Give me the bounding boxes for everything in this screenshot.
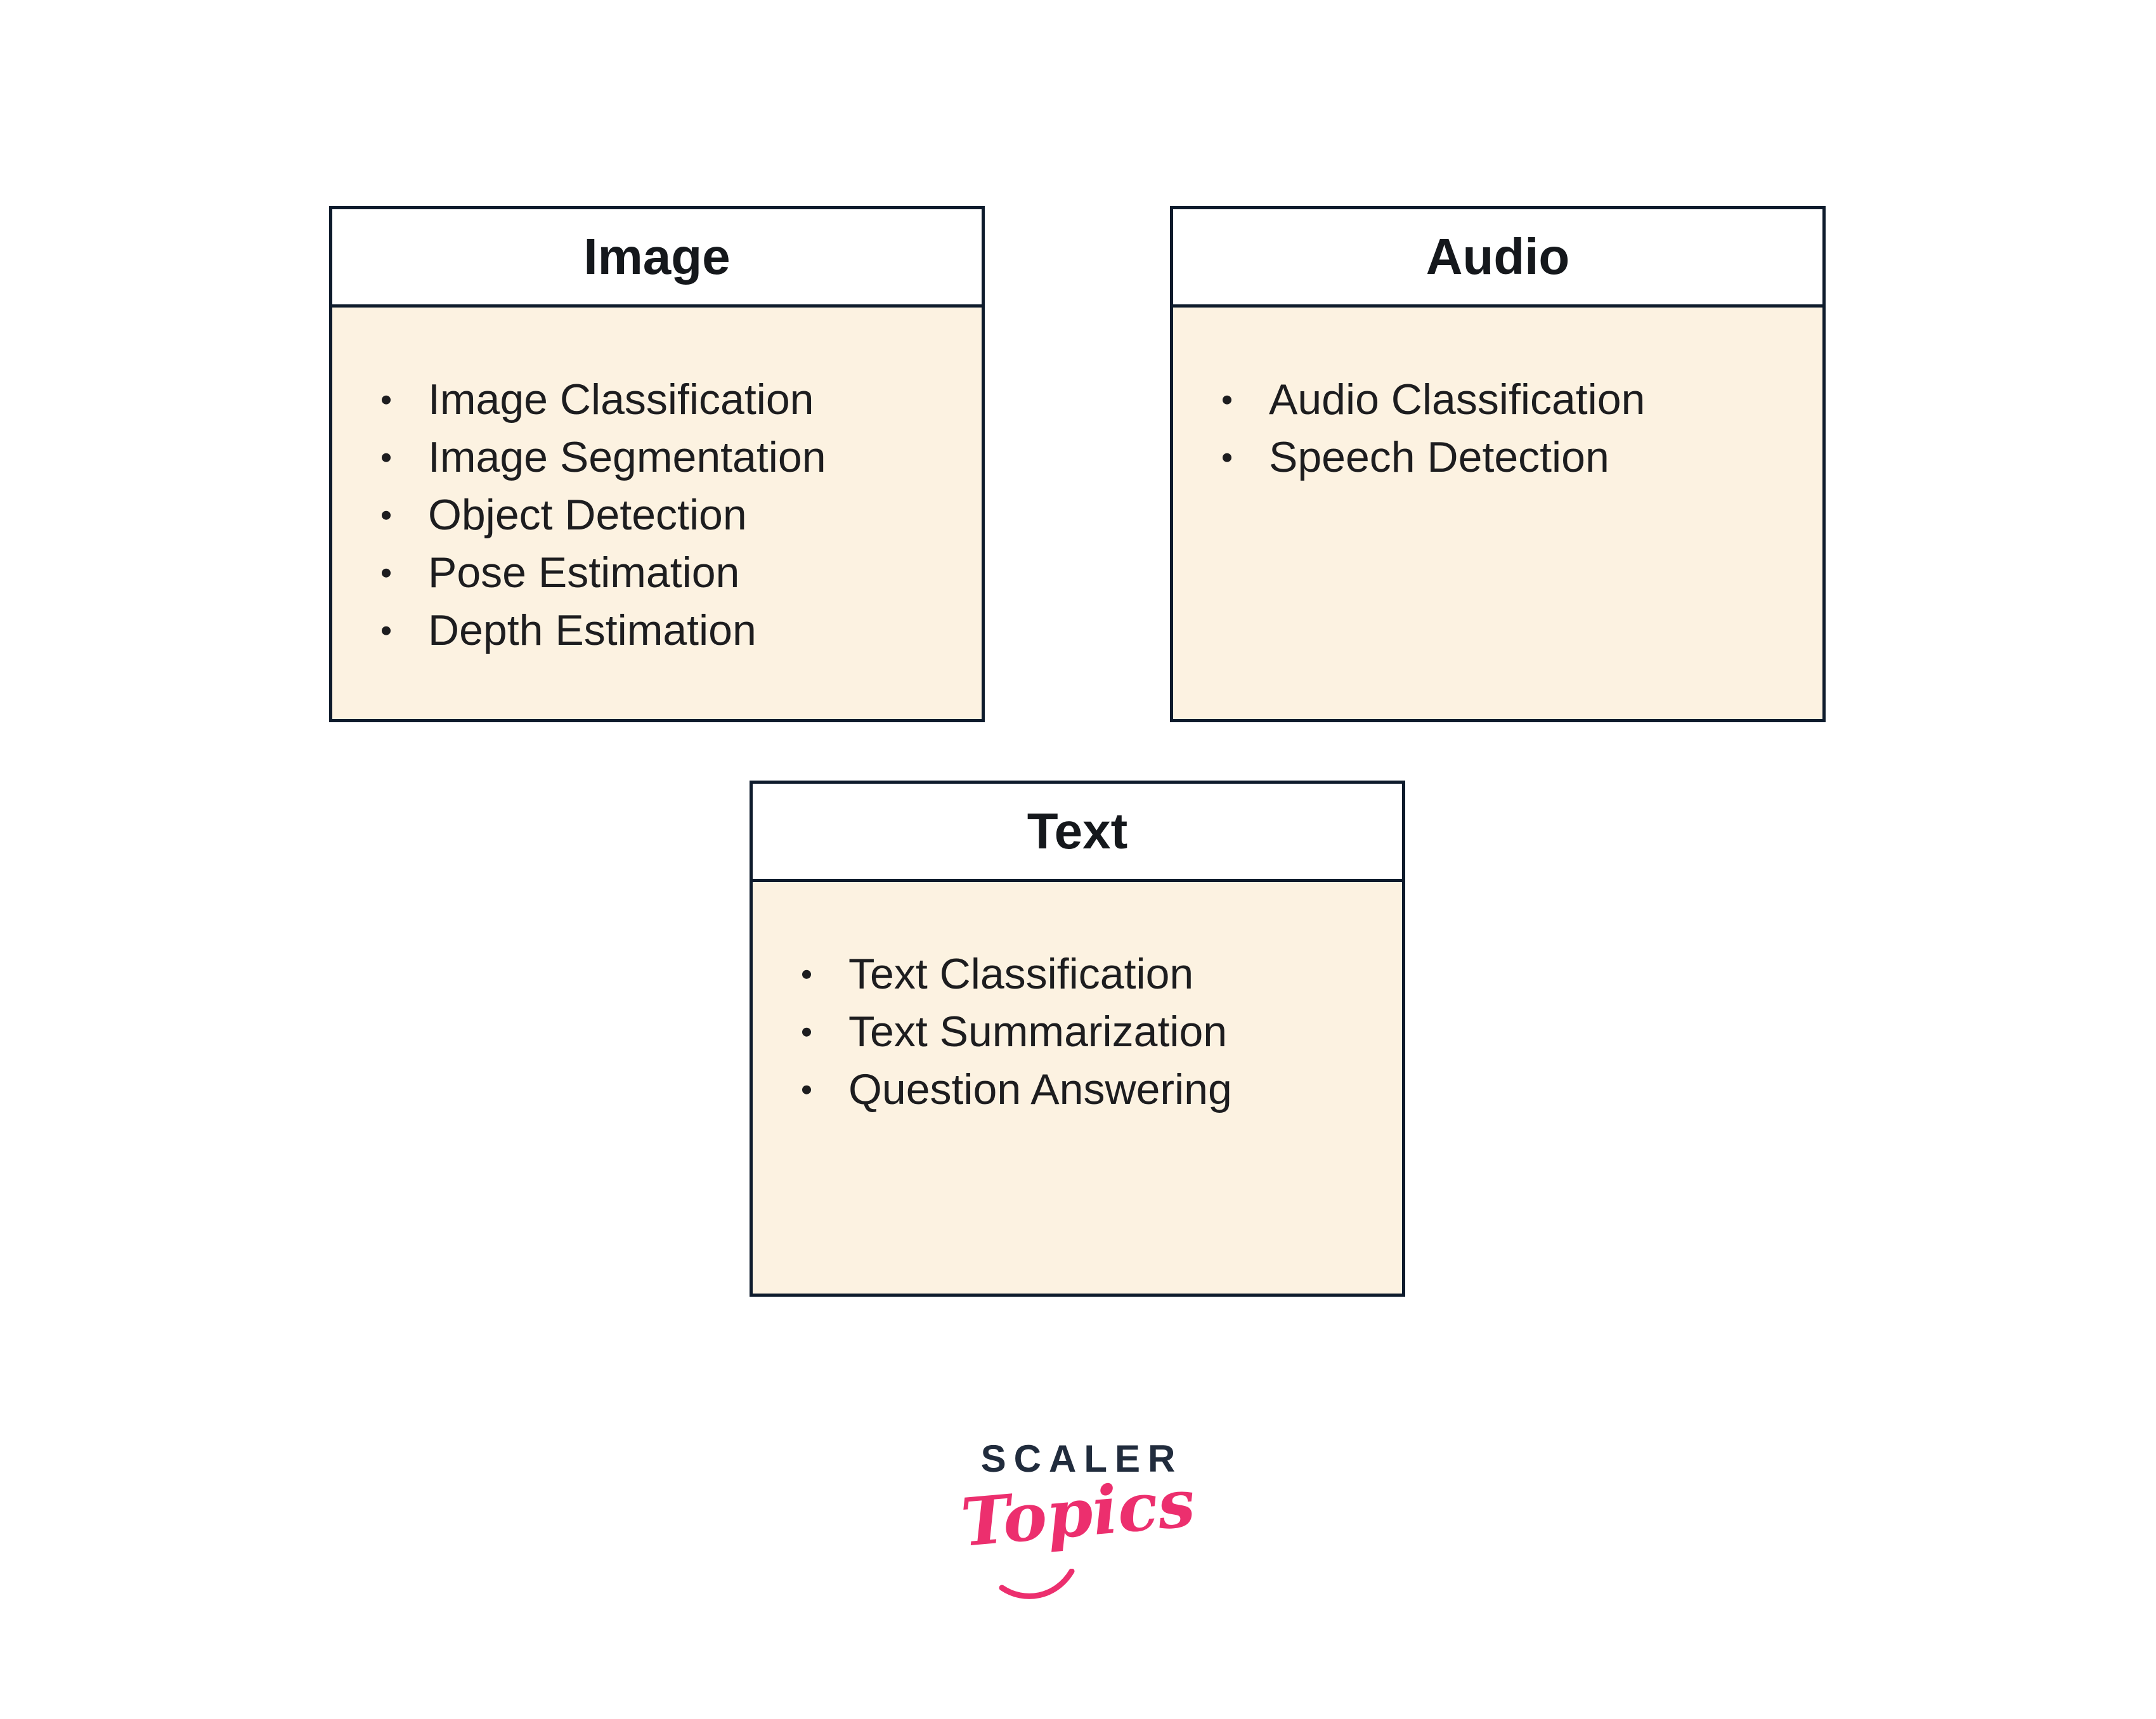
- bullet-icon: [1223, 453, 1231, 462]
- list-item: Text Summarization: [753, 1003, 1383, 1061]
- list-item: Image Segmentation: [332, 429, 963, 486]
- text-panel-body: Text Classification Text Summarization Q…: [753, 882, 1402, 1119]
- list-item-label: Speech Detection: [1269, 433, 1609, 481]
- bullet-icon: [382, 568, 391, 578]
- audio-panel-body: Audio Classification Speech Detection: [1173, 308, 1822, 486]
- list-item: Pose Estimation: [332, 544, 963, 602]
- list-item-label: Text Summarization: [848, 1008, 1228, 1056]
- list-item-label: Image Classification: [428, 375, 814, 424]
- list-item-label: Question Answering: [848, 1065, 1232, 1113]
- bullet-icon: [1223, 395, 1231, 405]
- image-category-panel: Image Image Classification Image Segment…: [329, 206, 985, 722]
- text-panel-header: Text: [753, 784, 1402, 882]
- image-panel-title: Image: [583, 228, 731, 285]
- scaler-topics-logo: SCALER Topics: [888, 1437, 1268, 1599]
- bullet-icon: [802, 970, 811, 979]
- list-item-label: Depth Estimation: [428, 606, 757, 654]
- list-item-label: Audio Classification: [1269, 375, 1646, 424]
- text-panel-title: Text: [1027, 803, 1128, 859]
- list-item-label: Object Detection: [428, 491, 747, 539]
- script-swash-decoration: [999, 1569, 1075, 1599]
- list-item: Image Classification: [332, 371, 963, 429]
- bullet-icon: [382, 395, 391, 405]
- list-item: Depth Estimation: [332, 602, 963, 659]
- audio-task-list: Audio Classification Speech Detection: [1173, 308, 1822, 486]
- image-panel-body: Image Classification Image Segmentation …: [332, 308, 982, 659]
- audio-category-panel: Audio Audio Classification Speech Detect…: [1170, 206, 1826, 722]
- bullet-icon: [382, 510, 391, 520]
- list-item: Object Detection: [332, 486, 963, 544]
- bullet-icon: [802, 1027, 811, 1037]
- list-item: Text Classification: [753, 945, 1383, 1003]
- bullet-icon: [802, 1085, 811, 1094]
- audio-panel-title: Audio: [1425, 228, 1570, 285]
- audio-panel-header: Audio: [1173, 209, 1822, 308]
- image-task-list: Image Classification Image Segmentation …: [332, 308, 982, 659]
- text-task-list: Text Classification Text Summarization Q…: [753, 882, 1402, 1119]
- bullet-icon: [382, 453, 391, 462]
- list-item: Question Answering: [753, 1061, 1383, 1119]
- list-item-label: Pose Estimation: [428, 548, 740, 597]
- list-item-label: Image Segmentation: [428, 433, 826, 481]
- bullet-icon: [382, 626, 391, 635]
- list-item: Speech Detection: [1173, 429, 1803, 486]
- list-item-label: Text Classification: [848, 950, 1194, 998]
- text-category-panel: Text Text Classification Text Summarizat…: [750, 781, 1405, 1297]
- list-item: Audio Classification: [1173, 371, 1803, 429]
- image-panel-header: Image: [332, 209, 982, 308]
- scaler-wordmark: SCALER: [980, 1437, 1183, 1480]
